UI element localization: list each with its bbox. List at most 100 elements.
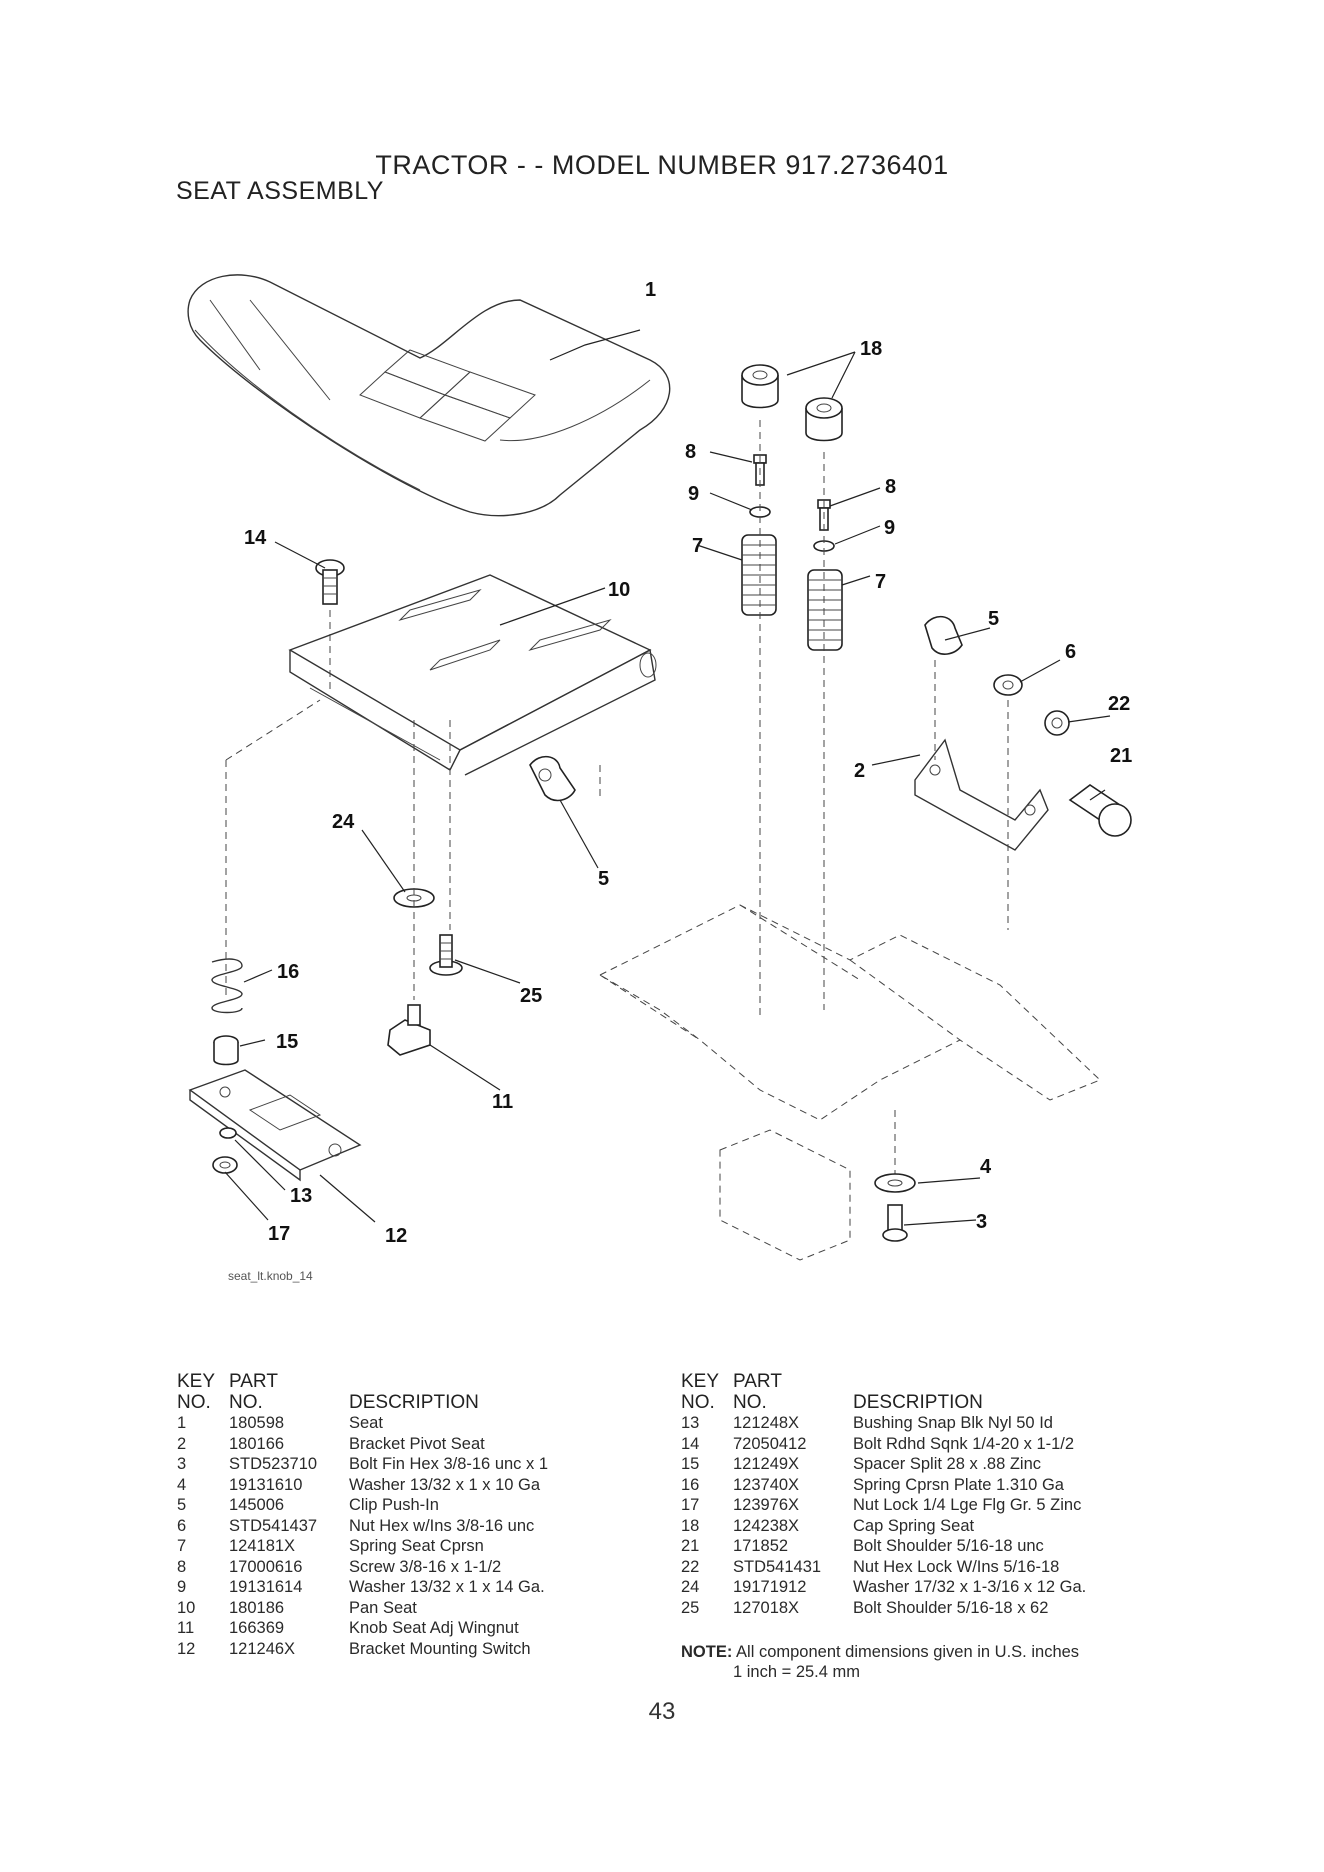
spacer-15-part — [213, 1035, 239, 1066]
part-no: 166369 — [229, 1619, 285, 1637]
header-part-no: NO. — [229, 1391, 263, 1413]
cap-18-left-part — [741, 364, 779, 409]
part-no: 121249X — [733, 1455, 800, 1473]
callout-15: 15 — [276, 1031, 298, 1053]
table-header-row-1: KEY PART — [681, 1371, 1086, 1393]
callout-9-left: 9 — [688, 483, 699, 505]
callout-4: 4 — [980, 1156, 992, 1178]
page-title: TRACTOR - - MODEL NUMBER 917.2736401 — [375, 150, 949, 180]
key-no: 9 — [177, 1578, 187, 1596]
description: Seat — [349, 1414, 383, 1432]
part-no: 19171912 — [733, 1578, 807, 1596]
dimension-note: NOTE: All component dimensions given in … — [681, 1642, 1079, 1682]
key-no: 2 — [177, 1434, 187, 1453]
spring-7-left-part — [741, 534, 777, 616]
key-no: 10 — [177, 1598, 196, 1617]
callout-22: 22 — [1108, 693, 1130, 715]
callout-11: 11 — [492, 1091, 513, 1113]
assembly-lines — [225, 420, 1009, 1180]
part-no: 121246X — [229, 1639, 296, 1658]
description: Bushing Snap Blk Nyl 50 Id — [853, 1414, 1053, 1432]
description: Nut Hex w/Ins 3/8-16 unc — [349, 1516, 535, 1535]
callout-3: 3 — [976, 1211, 987, 1233]
note-line-1: All component dimensions given in U.S. i… — [736, 1643, 1080, 1661]
description: Washer 13/32 x 1 x 14 Ga. — [349, 1578, 545, 1596]
spring-16-part — [211, 958, 243, 1014]
callout-5-left: 5 — [598, 868, 609, 890]
key-no: 21 — [681, 1537, 700, 1555]
table-row: 25 127018X Bolt Shoulder 5/16-18 x 62 — [681, 1598, 1086, 1619]
callout-6: 6 — [1065, 641, 1076, 663]
part-no: 145006 — [229, 1496, 285, 1514]
key-no: 13 — [681, 1414, 700, 1432]
table-header-row-2: NO. NO. DESCRIPTION — [681, 1391, 1086, 1414]
key-no: 14 — [681, 1434, 700, 1453]
part-no: 19131614 — [229, 1578, 303, 1596]
nut-22-part — [1044, 710, 1070, 736]
header-key-no: NO. — [177, 1391, 211, 1413]
key-no: 3 — [177, 1455, 187, 1473]
part-no: STD541437 — [229, 1516, 318, 1535]
key-no: 8 — [177, 1557, 187, 1576]
callout-8-right: 8 — [885, 476, 896, 498]
clip-5-right-part — [924, 615, 963, 655]
cap-18-right-part — [805, 397, 843, 442]
description: Spring Seat Cprsn — [349, 1537, 484, 1555]
spring-7-right-part — [807, 569, 843, 651]
part-no: STD523710 — [229, 1455, 318, 1473]
header-part-no: NO. — [733, 1391, 767, 1413]
part-no: 123740X — [733, 1475, 800, 1494]
callout-16: 16 — [277, 961, 299, 983]
bracket-2-part — [914, 738, 1049, 851]
callout-21: 21 — [1110, 745, 1132, 767]
callout-18: 18 — [860, 338, 882, 360]
description: Bracket Mounting Switch — [349, 1639, 531, 1658]
callout-5-right: 5 — [988, 608, 999, 630]
washer-4-part — [874, 1173, 916, 1193]
description: Pan Seat — [349, 1598, 417, 1617]
description: Bracket Pivot Seat — [349, 1434, 485, 1453]
description: Washer 13/32 x 1 x 10 Ga — [349, 1475, 541, 1494]
callout-12: 12 — [385, 1225, 407, 1247]
key-no: 4 — [177, 1475, 187, 1494]
description: Washer 17/32 x 1-3/16 x 12 Ga. — [853, 1578, 1087, 1596]
description: Nut Hex Lock W/Ins 5/16-18 — [853, 1557, 1060, 1576]
description: Bolt Shoulder 5/16-18 x 62 — [853, 1598, 1049, 1617]
part-no: 127018X — [733, 1598, 800, 1617]
key-no: 17 — [681, 1496, 700, 1514]
callout-14: 14 — [244, 527, 267, 549]
description: Knob Seat Adj Wingnut — [349, 1619, 519, 1637]
key-no: 12 — [177, 1639, 196, 1658]
section-title: SEAT ASSEMBLY — [176, 177, 384, 205]
part-no: 17000616 — [229, 1557, 303, 1576]
callout-17: 17 — [268, 1223, 290, 1245]
key-no: 25 — [681, 1598, 700, 1617]
part-no: 124238X — [733, 1516, 800, 1535]
header-key-no: NO. — [681, 1391, 715, 1413]
part-no: 124181X — [229, 1537, 296, 1555]
part-no: 171852 — [733, 1537, 789, 1555]
bushing-13-part — [219, 1127, 237, 1139]
description: Cap Spring Seat — [853, 1516, 975, 1535]
description: Nut Lock 1/4 Lge Flg Gr. 5 Zinc — [853, 1496, 1082, 1514]
callout-24: 24 — [332, 811, 355, 833]
exploded-parts-diagram: 1 18 8 9 7 8 9 7 14 10 5 6 22 21 2 24 5 … — [187, 274, 1132, 1283]
knob-11-part — [387, 1004, 431, 1056]
callout-2: 2 — [854, 760, 865, 782]
part-no: 180166 — [229, 1434, 285, 1453]
part-no: 19131610 — [229, 1475, 303, 1494]
description: Spring Cprsn Plate 1.310 Ga — [853, 1475, 1064, 1494]
